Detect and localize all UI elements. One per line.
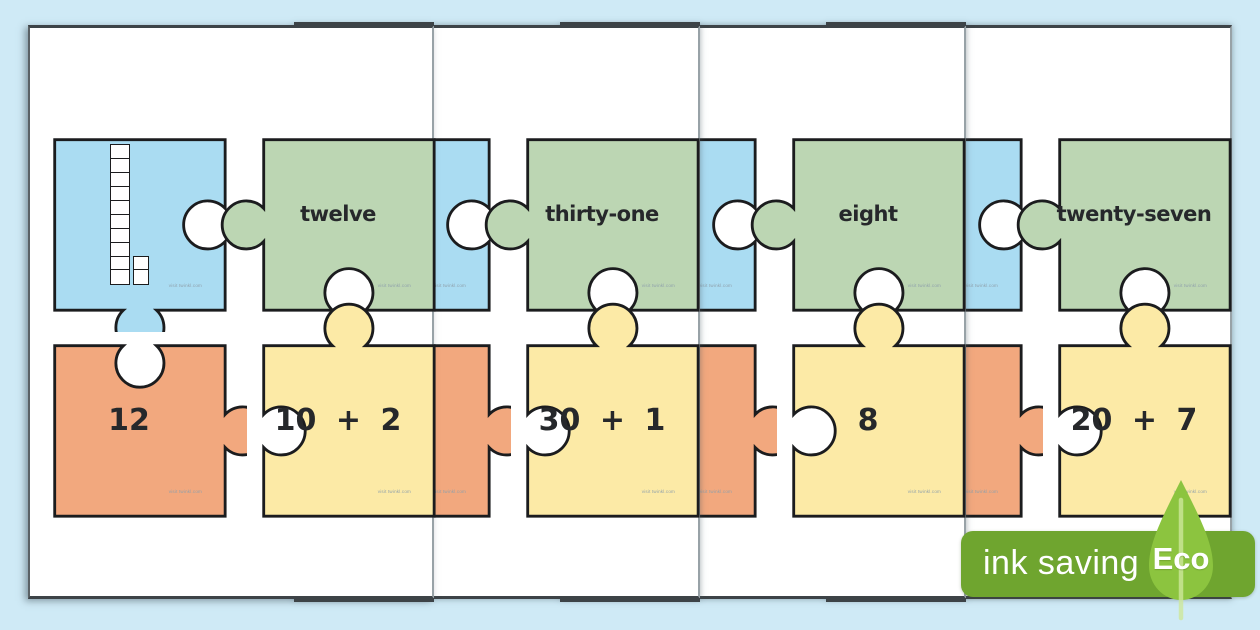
watermark: visit twinkl.com bbox=[964, 489, 998, 494]
watermark: visit twinkl.com bbox=[641, 489, 675, 494]
piece-numeral: 12 visit twinkl.com bbox=[11, 302, 247, 538]
number-word: twelve bbox=[300, 202, 376, 226]
ink-saving-label: ink saving bbox=[983, 544, 1140, 582]
piece-expression: 30 + 1 visit twinkl.com bbox=[484, 302, 720, 538]
eco-label: Eco bbox=[1152, 541, 1210, 576]
expression: 10 + 2 bbox=[274, 402, 402, 438]
piece-number-word: thirty-one visit twinkl.com bbox=[484, 96, 720, 332]
one-cell bbox=[132, 269, 149, 285]
page-edge-shadow bbox=[294, 22, 434, 26]
page-edge-shadow bbox=[294, 598, 434, 602]
watermark: visit twinkl.com bbox=[168, 283, 202, 288]
piece-expression: 8 visit twinkl.com bbox=[750, 302, 986, 538]
base-ten-blocks bbox=[110, 144, 149, 285]
eco-leaf-icon bbox=[1149, 480, 1213, 621]
watermark: visit twinkl.com bbox=[698, 489, 732, 494]
watermark: visit twinkl.com bbox=[432, 489, 466, 494]
puzzle-piece-outline bbox=[53, 344, 247, 518]
watermark: visit twinkl.com bbox=[964, 283, 998, 288]
puzzle-piece-outline bbox=[262, 302, 436, 518]
number-word: thirty-one bbox=[545, 202, 659, 226]
watermark: visit twinkl.com bbox=[698, 283, 732, 288]
tens-rod bbox=[110, 144, 130, 285]
piece-expression: 20 + 7 visit twinkl.com bbox=[1016, 302, 1252, 538]
page-edge-shadow bbox=[826, 22, 966, 26]
expression: 20 + 7 bbox=[1070, 402, 1198, 438]
watermark: visit twinkl.com bbox=[1173, 489, 1207, 494]
page-edge-shadow bbox=[826, 598, 966, 602]
piece-number-word: twelve visit twinkl.com bbox=[220, 96, 456, 332]
watermark: visit twinkl.com bbox=[1173, 283, 1207, 288]
puzzle-piece-outline bbox=[53, 138, 227, 332]
numeral: 12 bbox=[108, 402, 150, 438]
piece-base-ten-blocks: visit twinkl.com bbox=[11, 96, 247, 332]
piece-number-word: twenty-seven visit twinkl.com bbox=[1016, 96, 1252, 332]
watermark: visit twinkl.com bbox=[377, 489, 411, 494]
puzzle-piece-outline bbox=[792, 302, 966, 518]
page-edge-shadow bbox=[560, 22, 700, 26]
expression: 30 + 1 bbox=[538, 402, 666, 438]
rod-cell bbox=[110, 269, 130, 285]
number-word: twenty-seven bbox=[1056, 202, 1212, 226]
number-word: eight bbox=[838, 202, 898, 226]
watermark: visit twinkl.com bbox=[432, 283, 466, 288]
piece-expression: 10 + 2 visit twinkl.com bbox=[220, 302, 456, 538]
piece-number-word: eight visit twinkl.com bbox=[750, 96, 986, 332]
watermark: visit twinkl.com bbox=[641, 283, 675, 288]
puzzle-piece-outline bbox=[526, 302, 700, 518]
resource-page-1: visit twinkl.com twelve visit twinkl.com… bbox=[28, 25, 436, 599]
watermark: visit twinkl.com bbox=[907, 283, 941, 288]
puzzle-piece-outline bbox=[1058, 302, 1232, 518]
watermark: visit twinkl.com bbox=[168, 489, 202, 494]
ones-blocks bbox=[132, 255, 149, 285]
page-edge-shadow bbox=[560, 598, 700, 602]
watermark: visit twinkl.com bbox=[907, 489, 941, 494]
watermark: visit twinkl.com bbox=[377, 283, 411, 288]
expression: 8 bbox=[857, 402, 879, 438]
